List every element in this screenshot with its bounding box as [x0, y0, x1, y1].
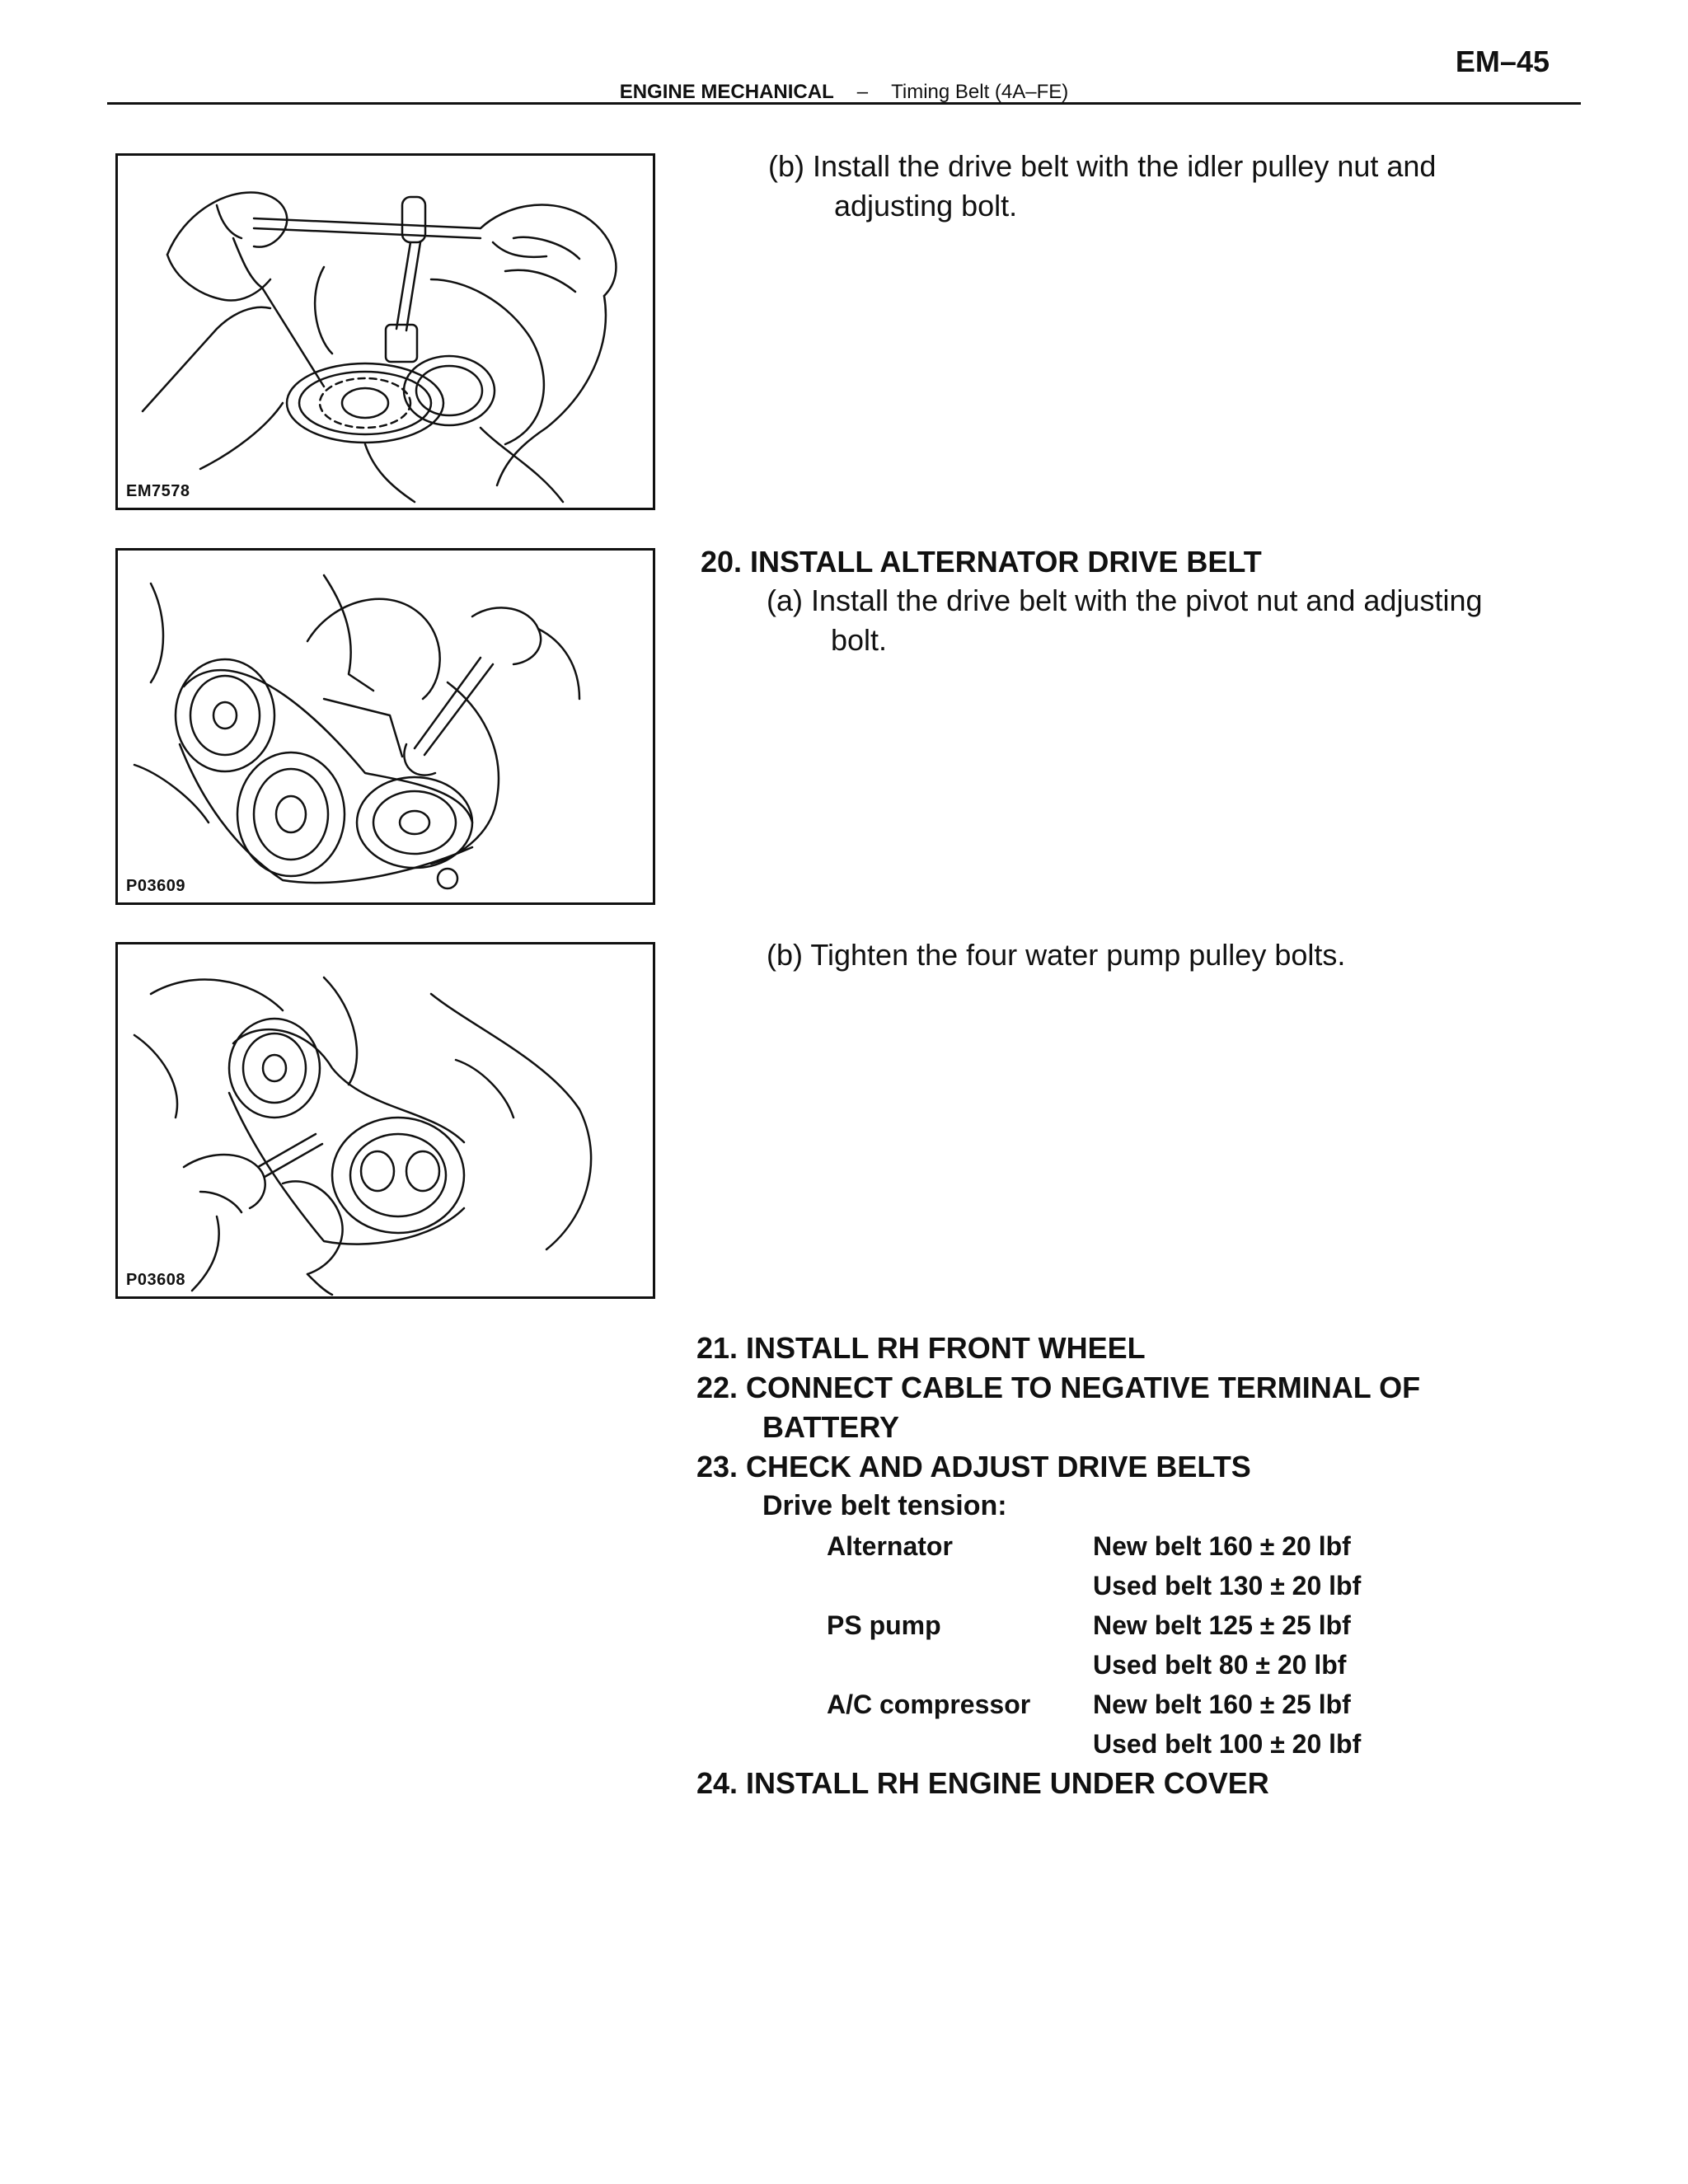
figure-code: EM7578 [126, 482, 190, 500]
subsection-title: Timing Belt (4A–FE) [891, 81, 1069, 103]
tension-item-ac-compressor: A/C compressor [827, 1690, 1031, 1719]
step-21-heading: 21. INSTALL RH FRONT WHEEL [696, 1331, 1146, 1365]
figure-code: P03608 [126, 1271, 185, 1289]
step-20-heading: 20. INSTALL ALTERNATOR DRIVE BELT [701, 545, 1262, 579]
step-20b: (b) Tighten the four water pump pulley b… [767, 938, 1346, 972]
drive-belt-tension-label: Drive belt tension: [762, 1490, 1007, 1521]
running-header: ENGINE MECHANICAL–Timing Belt (4A–FE) [0, 81, 1688, 104]
step-22-heading-line1: 22. CONNECT CABLE TO NEGATIVE TERMINAL O… [696, 1371, 1421, 1404]
tension-ac-compressor-new: New belt 160 ± 25 lbf [1093, 1690, 1351, 1719]
tension-alternator-used: Used belt 130 ± 20 lbf [1093, 1571, 1362, 1601]
step-20a-line2: bolt. [831, 623, 888, 657]
figure-water-pump-pulley-illustration: P03608 [115, 942, 655, 1299]
tension-ps-pump-used: Used belt 80 ± 20 lbf [1093, 1650, 1347, 1680]
figure-code: P03609 [126, 877, 185, 895]
step-19b-line2: adjusting bolt. [834, 189, 1018, 223]
tension-ac-compressor-used: Used belt 100 ± 20 lbf [1093, 1729, 1362, 1759]
step-20a-line1: (a) Install the drive belt with the pivo… [767, 583, 1483, 617]
header-rule [107, 102, 1581, 105]
step-22-heading-line2: BATTERY [762, 1410, 899, 1444]
step-24-heading: 24. INSTALL RH ENGINE UNDER COVER [696, 1766, 1269, 1800]
idler-pulley-drawing [141, 191, 617, 504]
figure-idler-pulley-illustration: EM7578 [115, 153, 655, 510]
header-separator: – [856, 81, 869, 103]
figure-alternator-belt-illustration: P03609 [115, 548, 655, 905]
page-number: EM–45 [1455, 45, 1550, 78]
alternator-belt-drawing [133, 574, 581, 890]
tension-item-alternator: Alternator [827, 1531, 953, 1561]
tension-alternator-new: New belt 160 ± 20 lbf [1093, 1531, 1351, 1561]
tension-item-ps-pump: PS pump [827, 1610, 941, 1640]
step-23-heading: 23. CHECK AND ADJUST DRIVE BELTS [696, 1450, 1251, 1483]
tension-ps-pump-new: New belt 125 ± 25 lbf [1093, 1610, 1351, 1640]
water-pump-pulley-drawing [133, 976, 593, 1296]
step-19b-line1: (b) Install the drive belt with the idle… [768, 149, 1437, 183]
section-title: ENGINE MECHANICAL [619, 81, 834, 103]
